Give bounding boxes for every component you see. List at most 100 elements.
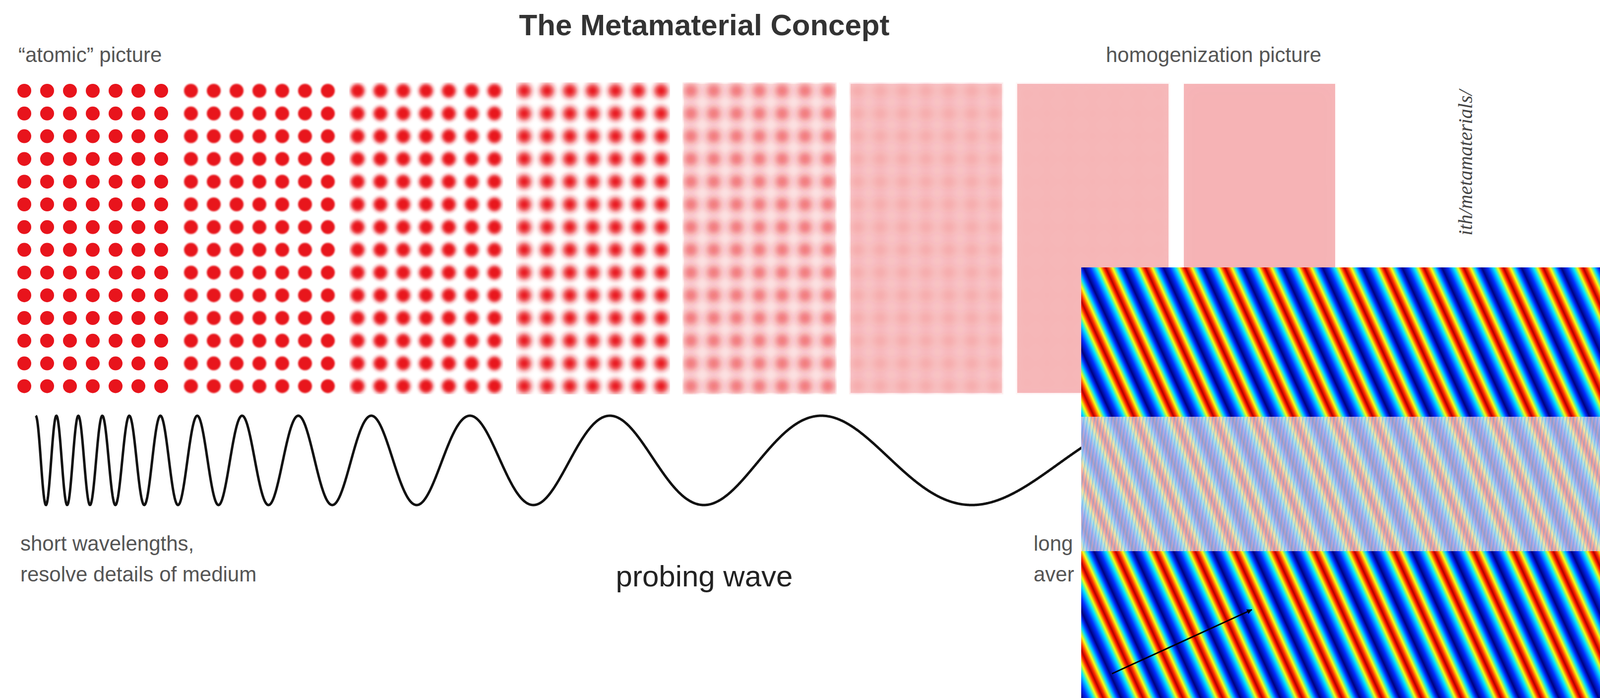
atom-dot	[154, 151, 169, 166]
atom-dot	[683, 378, 698, 393]
atom-dot	[873, 310, 888, 325]
lattice-panel	[683, 83, 836, 393]
atom-dot	[964, 197, 979, 212]
field-band	[1081, 551, 1600, 698]
atom-dot	[184, 151, 198, 166]
atom-dot	[154, 129, 169, 144]
atom-dot	[320, 220, 335, 235]
atom-dot	[17, 378, 32, 393]
atom-dot	[62, 265, 77, 280]
atom-dot	[706, 378, 721, 393]
atom-dot	[1062, 197, 1077, 212]
atom-dot	[373, 220, 388, 235]
atom-dot	[275, 378, 290, 393]
atom-dot	[517, 288, 532, 303]
atom-dot	[1108, 83, 1123, 98]
atom-dot	[585, 378, 600, 393]
atom-dot	[683, 220, 698, 235]
atom-dot	[40, 378, 55, 393]
atom-dot	[350, 151, 365, 166]
atom-dot	[1062, 106, 1077, 121]
atom-dot	[919, 378, 933, 393]
field-band	[1081, 267, 1600, 417]
atom-dot	[1275, 174, 1290, 189]
atom-dot	[487, 333, 502, 348]
atom-dot	[1062, 378, 1077, 393]
atom-dot	[987, 151, 1002, 166]
atom-dot	[775, 265, 790, 280]
atom-dot	[206, 288, 221, 303]
atom-dot	[108, 243, 123, 257]
title: The Metamaterial Concept	[519, 7, 890, 44]
atom-dot	[540, 310, 554, 325]
atom-dot	[85, 356, 100, 371]
atom-dot	[896, 310, 911, 325]
atom-dot	[562, 151, 577, 166]
atom-dot	[706, 83, 721, 98]
atom-dot	[1131, 151, 1146, 166]
atom-dot	[1017, 129, 1032, 144]
atom-dot	[964, 265, 979, 280]
atom-dot	[1297, 197, 1312, 212]
atom-dot	[1040, 83, 1054, 98]
atom-dot	[896, 356, 911, 371]
atom-dot	[896, 220, 911, 235]
atom-dot	[608, 333, 623, 348]
atom-dot	[585, 129, 600, 144]
atom-dot	[608, 220, 623, 235]
atom-dot	[517, 265, 532, 280]
slab-texture	[1081, 416, 1600, 552]
atom-dot	[373, 265, 388, 280]
atom-dot	[1040, 310, 1054, 325]
atom-dot	[441, 220, 456, 235]
atom-dot	[517, 378, 532, 393]
atom-dot	[1206, 151, 1221, 166]
atom-dot	[562, 106, 577, 121]
atom-dot	[419, 129, 433, 144]
atom-dot	[320, 106, 335, 121]
atom-dot	[752, 288, 767, 303]
atom-dot	[1154, 243, 1169, 257]
atom-dot	[706, 333, 721, 348]
atom-dot	[1017, 83, 1032, 98]
atom-dot	[1252, 197, 1267, 212]
atom-dot	[206, 197, 221, 212]
atom-dot	[683, 310, 698, 325]
atom-dot	[487, 310, 502, 325]
atom-dot	[683, 333, 698, 348]
atom-dot	[752, 83, 767, 98]
atom-dot	[373, 310, 388, 325]
atom-dot	[252, 151, 267, 166]
atom-dot	[562, 378, 577, 393]
atom-dot	[40, 265, 55, 280]
atom-dot	[464, 151, 479, 166]
atom-dot	[631, 243, 646, 257]
source-url: ith/metamaterials/	[1453, 89, 1478, 236]
atom-dot	[654, 220, 669, 235]
atom-dot	[798, 265, 812, 280]
atom-dot	[396, 106, 411, 121]
atom-dot	[517, 243, 532, 257]
atom-dot	[229, 197, 244, 212]
atom-dot	[154, 106, 169, 121]
atom-dot	[464, 265, 479, 280]
atom-dot	[298, 356, 312, 371]
atom-dot	[131, 333, 146, 348]
atom-dot	[729, 333, 744, 348]
atom-dot	[775, 356, 790, 371]
atom-dot	[62, 310, 77, 325]
atom-dot	[775, 243, 790, 257]
panel-average	[850, 83, 1002, 393]
atom-dot	[1229, 220, 1244, 235]
atom-dot	[206, 106, 221, 121]
atom-dot	[1017, 333, 1032, 348]
atom-dot	[706, 356, 721, 371]
atom-dot	[873, 333, 888, 348]
atom-dot	[919, 129, 933, 144]
atom-dot	[896, 243, 911, 257]
atom-dot	[464, 197, 479, 212]
atom-dot	[896, 197, 911, 212]
atom-dot	[85, 106, 100, 121]
atom-dot	[850, 197, 865, 212]
atom-dot	[1017, 288, 1032, 303]
